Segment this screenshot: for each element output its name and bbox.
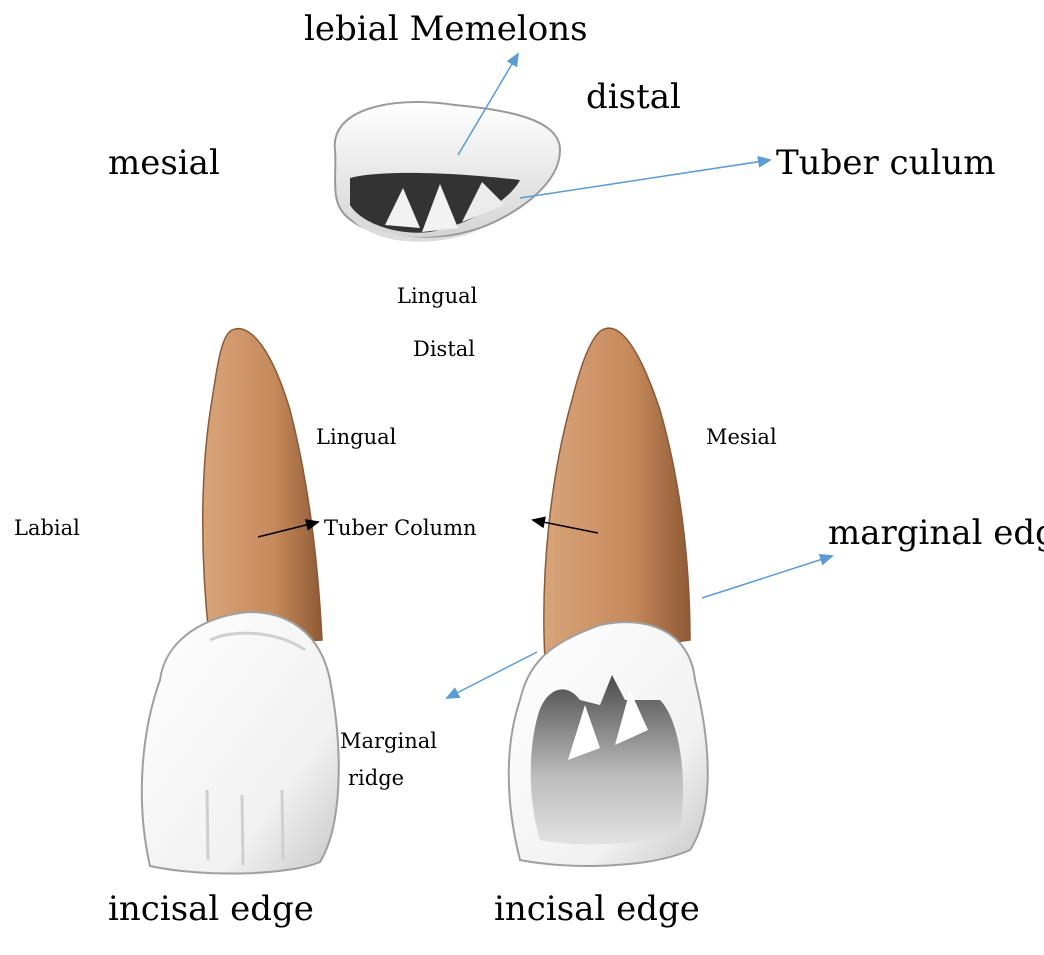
label-lingual-top: Lingual <box>397 286 477 307</box>
label-marginal-edge: marginal edge <box>828 516 1044 550</box>
label-labial: Labial <box>14 518 80 539</box>
label-mesial-right: Mesial <box>706 427 777 448</box>
label-tuber-culum: Tuber culum <box>776 146 995 180</box>
labial-view-tooth <box>142 329 339 874</box>
arrow-marginal-edge <box>702 556 832 598</box>
label-lebial-memelons: lebial Memelons <box>304 12 588 46</box>
label-lingual-left: Lingual <box>316 427 396 448</box>
label-distal-mid: Distal <box>413 339 475 360</box>
label-distal-top: distal <box>586 80 681 114</box>
label-marginal-ridge-line2: ridge <box>348 768 404 789</box>
lingual-view-tooth <box>509 328 708 866</box>
incisal-view-tooth <box>335 102 560 242</box>
label-marginal-ridge-line1: Marginal <box>340 731 437 752</box>
label-incisal-edge-left: incisal edge <box>108 892 314 926</box>
label-mesial-top: mesial <box>108 146 220 180</box>
label-incisal-edge-right: incisal edge <box>494 892 700 926</box>
label-tuber-column: Tuber Column <box>324 518 477 539</box>
